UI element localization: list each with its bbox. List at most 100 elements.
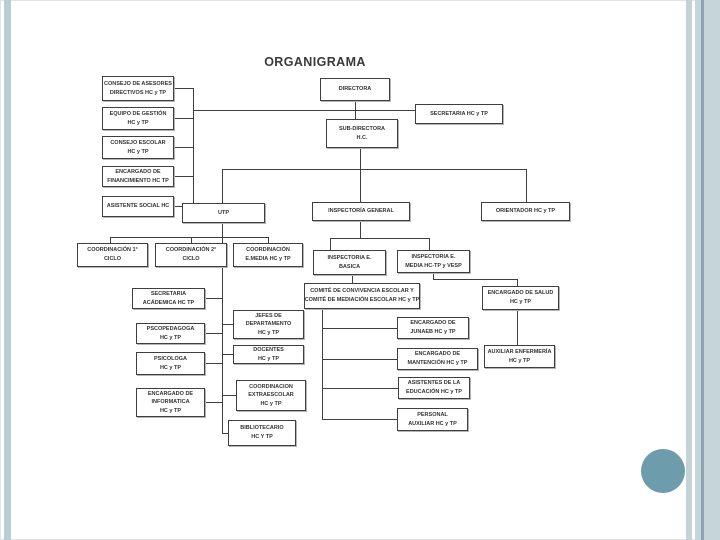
org-node-label: EQUIPO DE GESTIÓN <box>109 110 167 117</box>
connector-line <box>517 279 518 286</box>
org-node-label: UTP <box>218 209 229 216</box>
org-node-label: ENCARGADO DE SALUD <box>487 290 554 297</box>
org-node-encargado-junaeb: ENCARGADO DE JUNAEB HC y TP <box>397 317 469 339</box>
org-node-label: HC y TP <box>257 329 280 336</box>
org-node-label: COORDINACIÓN 2° <box>165 247 217 254</box>
org-node-label: COMITÉ DE CONVIVENCIA ESCOLAR Y <box>310 288 414 295</box>
org-node-label: HC Y TP <box>251 434 273 440</box>
org-node-label: E.MEDIA HC y TP <box>245 256 291 262</box>
org-node-label: HC y TP <box>508 357 531 364</box>
connector-line <box>322 359 397 360</box>
org-node-label: DIRECTIVOS HC y TP <box>109 89 167 96</box>
connector-line <box>193 110 415 111</box>
org-node-label: COMITÉ DE MEDIACIÓN ESCOLAR HC y TP <box>304 297 420 303</box>
org-node-label: INSPECTORIA E. <box>327 254 372 261</box>
org-node-label: CONSEJO DE ASESORES <box>104 80 172 87</box>
connector-line <box>433 279 517 280</box>
connector-line <box>174 88 193 89</box>
connector-line <box>222 223 223 237</box>
org-node-asistente-social: ASISTENTE SOCIAL HC <box>102 196 174 217</box>
org-node-secretaria: SECRETARIA HC y TP <box>415 104 503 124</box>
org-node-consejo-asesores: CONSEJO DE ASESORES DIRECTIVOS HC y TP <box>102 76 174 101</box>
org-node-label: HC y TP <box>159 334 182 341</box>
org-node-coordinacion-2-ciclo: COORDINACIÓN 2° CICLO <box>155 243 227 267</box>
org-node-label: H.C. <box>356 134 368 141</box>
org-node-label: DIRECTORA <box>338 86 372 93</box>
org-node-label: CONSEJO ESCOLAR <box>110 139 166 146</box>
org-node-label: SECRETARIA HC y TP <box>430 110 488 117</box>
org-node-encargado-financiamiento: ENCARGADO DE FINANCIMIENTO HC TP <box>102 166 174 187</box>
org-node-label: ORIENTADOR HC y TP <box>495 208 556 215</box>
org-node-inspectoria-media: INSPECTORIA E.MEDIA HC-TP y VESP <box>397 250 470 273</box>
org-node-secretaria-academica: SECRETARIA ACÁDEMICA HC TP <box>132 288 205 309</box>
org-node-label: ENCARGADO DE <box>410 320 456 327</box>
connector-line <box>174 147 193 148</box>
org-node-label: EDUCACIÓN HC y TP <box>406 389 462 395</box>
connector-line <box>222 354 233 355</box>
connector-line <box>352 275 353 283</box>
connector-line <box>205 333 222 334</box>
org-node-label: HC y TP <box>509 299 532 305</box>
connector-line <box>322 388 398 389</box>
org-node-utp: UTP <box>182 203 265 223</box>
connector-line <box>322 328 397 329</box>
right-accent-stripe-wide <box>695 0 720 540</box>
connector-line <box>205 402 222 403</box>
org-node-label: BASICA <box>338 263 361 270</box>
connector-line <box>517 310 518 345</box>
connector-line <box>222 433 228 434</box>
connector-line <box>322 419 397 420</box>
org-node-label: DOCENTES <box>253 346 284 353</box>
connector-line <box>330 238 429 239</box>
connector-line <box>222 169 526 170</box>
org-node-label: ACÁDEMICA HC TP <box>142 299 195 306</box>
connector-line <box>433 273 434 279</box>
connector-line <box>174 118 193 119</box>
org-node-label: HC y TP <box>260 400 282 407</box>
org-node-consejo-escolar: CONSEJO ESCOLAR HC y TP <box>102 136 174 159</box>
org-node-label: HC y TP <box>127 119 149 126</box>
connector-line <box>205 363 222 364</box>
decorative-circle <box>641 449 685 493</box>
right-accent-stripe-narrow <box>686 0 692 540</box>
org-node-label: SECRETARIA <box>150 290 187 297</box>
left-accent-stripe <box>4 0 11 540</box>
org-node-label: INSPECTORÍA GENERAL <box>328 208 394 215</box>
org-node-label: ENCARGADO DE <box>115 168 161 175</box>
right-accent-stripe-dark-line <box>701 0 704 540</box>
org-node-pscopedagoga: PSCOPEDAGOGA HC y TP <box>136 323 205 344</box>
org-node-label: HC y TP <box>257 355 280 362</box>
org-node-label: PSCOPEDAGOGA <box>146 325 195 332</box>
org-node-label: JEFES DE <box>255 312 282 319</box>
org-node-bibliotecario: BIBLIOTECARIO HC Y TP <box>228 420 296 446</box>
org-node-label: PSICOLOGA <box>153 355 187 362</box>
org-node-label: BIBLIOTECARIO <box>240 425 284 432</box>
org-node-label: ASISTENTE SOCIAL HC <box>106 203 170 210</box>
org-node-label: COORDINACION <box>249 383 293 390</box>
org-node-label: JUNAEB HC y TP <box>410 329 456 335</box>
org-node-label: CICLO <box>182 256 200 262</box>
connector-line <box>222 169 223 203</box>
org-node-coordinacion-1-ciclo: COORDINACIÓN 1° CICLO <box>77 243 148 267</box>
connector-line <box>360 148 361 169</box>
org-node-directora: DIRECTORA <box>320 78 390 101</box>
org-node-label: COORDINACIÓN <box>246 247 290 254</box>
org-node-label: HC y TP <box>159 407 182 414</box>
org-node-label: COORDINACIÓN 1° <box>87 247 138 254</box>
org-node-label: HC y TP <box>127 148 149 155</box>
org-node-label: FINANCIMIENTO HC TP <box>107 177 169 184</box>
org-node-label: CICLO <box>103 256 122 262</box>
connector-line <box>193 88 194 207</box>
connector-line <box>322 309 323 419</box>
connector-line <box>222 237 223 433</box>
connector-line <box>526 169 527 202</box>
org-node-label: INFORMATICA <box>151 399 190 406</box>
connector-line <box>360 169 361 202</box>
org-node-docentes: DOCENTES HC y TP <box>233 345 304 364</box>
